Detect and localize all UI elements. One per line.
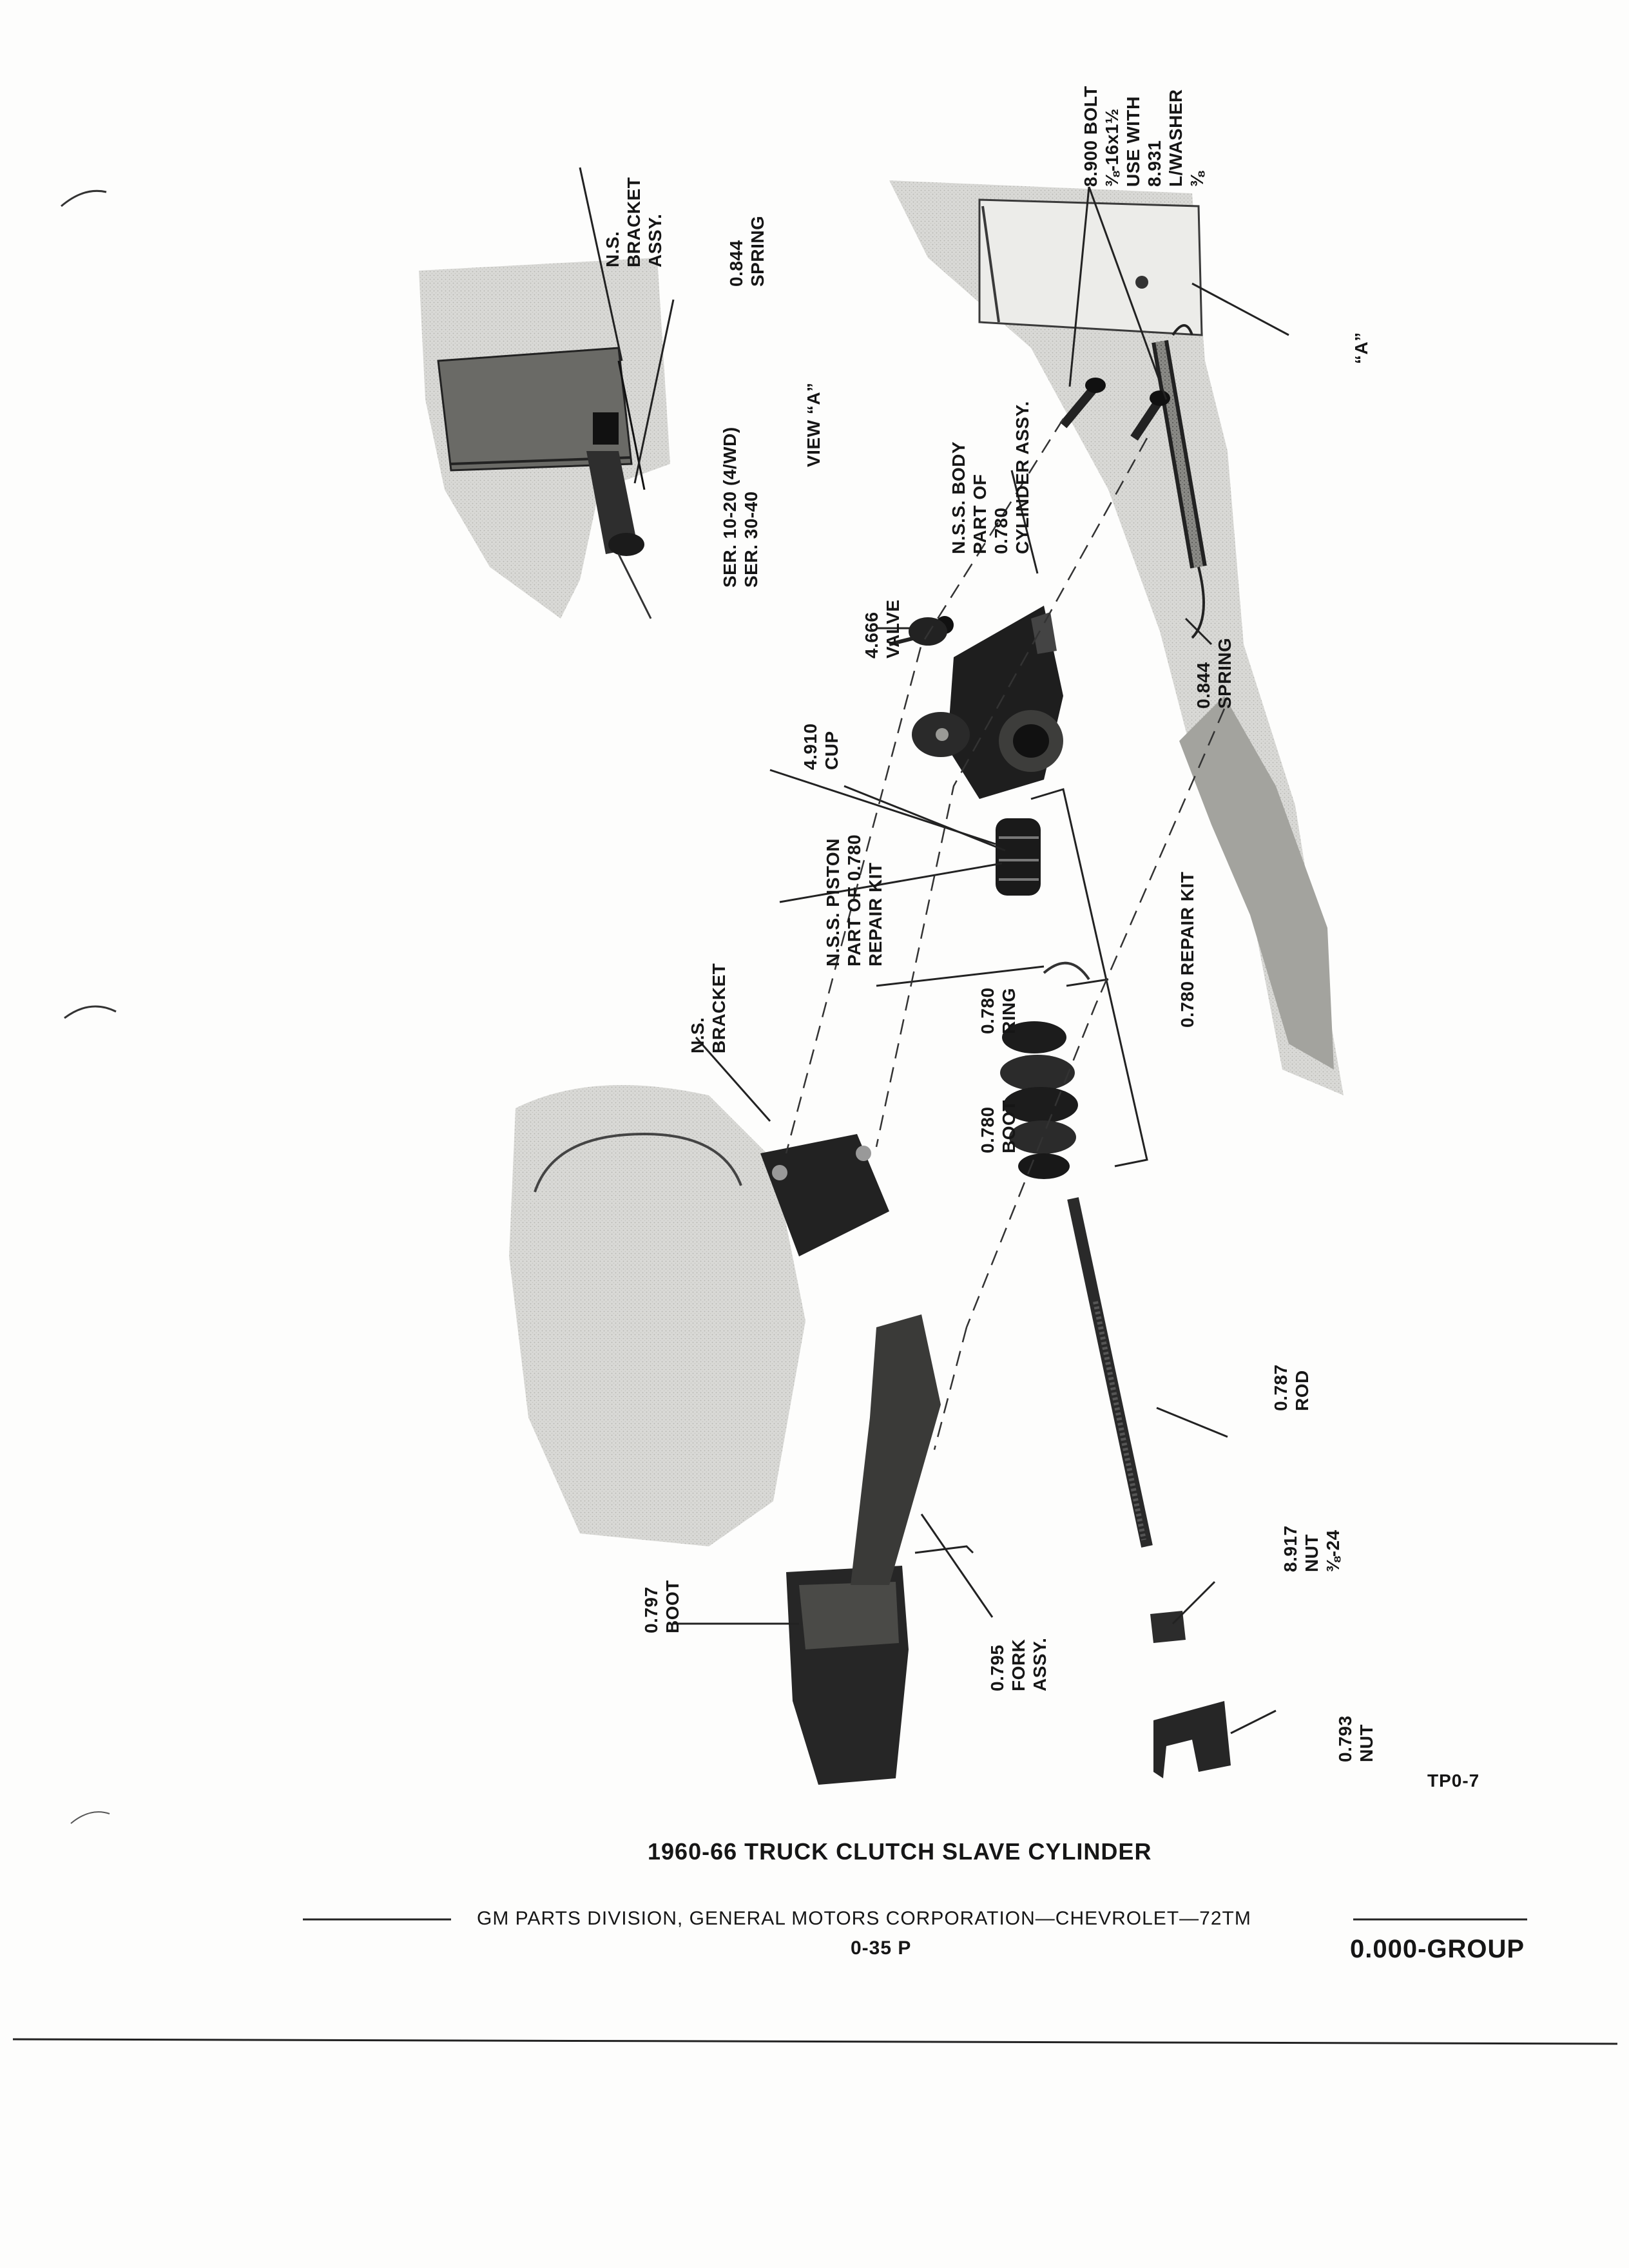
label-ns-bracket: N.S.BRACKET: [688, 963, 729, 1053]
footer-division: GM PARTS DIVISION, GENERAL MOTORS CORPOR…: [477, 1908, 1251, 1929]
repair-kit-bracket: [1030, 788, 1148, 1168]
cylinder-body: [889, 606, 1063, 799]
rod: [1067, 1197, 1153, 1548]
frame-rail: [889, 180, 1344, 1095]
figure-id: TP0-7: [1427, 1771, 1480, 1791]
footer-page-number: 0-35 P: [851, 1937, 912, 1959]
fork-assembly: [786, 1314, 941, 1785]
page-caption: 1960-66 TRUCK CLUTCH SLAVE CYLINDER: [648, 1838, 1152, 1865]
bell-housing: [509, 1085, 889, 1546]
spring-844: [1152, 324, 1207, 639]
view-a-title: VIEW “A”: [804, 382, 824, 467]
piston: [996, 818, 1041, 896]
view-a-inset: [419, 258, 670, 619]
label-repair-kit: 0.780 REPAIR KIT: [1177, 871, 1197, 1028]
ring: [1043, 961, 1090, 981]
footer-group: 0.000-GROUP: [1350, 1935, 1525, 1963]
assembly-lines: [785, 418, 1226, 1450]
leader-lines: [579, 167, 1289, 1735]
label-view-a-ref: “A”: [1351, 332, 1371, 364]
nut-793: [1153, 1701, 1231, 1778]
